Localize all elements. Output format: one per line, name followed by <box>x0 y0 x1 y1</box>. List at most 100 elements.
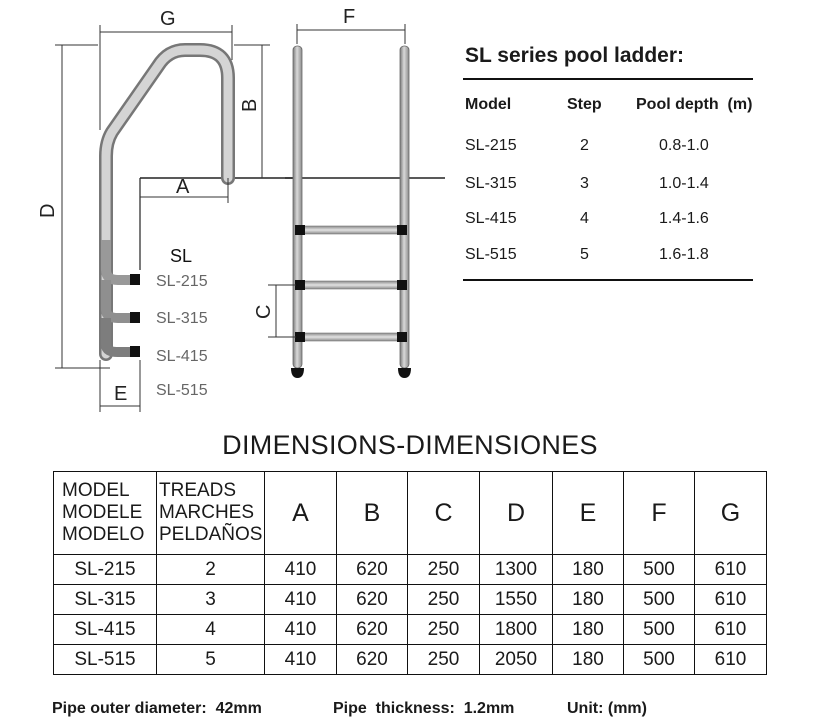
header-treads-fr: MARCHES <box>159 502 255 523</box>
table-row: SL-415 4 410 620 250 1800 180 500 610 <box>53 614 767 645</box>
spec-row-depth: 0.8-1.0 <box>659 137 709 154</box>
series-label: SL <box>170 246 192 266</box>
spec-row-depth: 1.6-1.8 <box>659 246 709 263</box>
cell-treads: 3 <box>156 584 265 615</box>
dim-letter-d: D <box>37 204 59 218</box>
cell-d: 1550 <box>479 584 553 615</box>
handrail-tube <box>101 45 233 359</box>
pipe-thickness-note: Pipe thickness: 1.2mm <box>333 700 515 717</box>
spec-row-model: SL-215 <box>465 137 517 154</box>
table-row: SL-215 2 410 620 250 1300 180 500 610 <box>53 554 767 585</box>
header-treads-es: PELDAÑOS <box>159 524 263 545</box>
dim-letter-c: C <box>253 305 275 319</box>
header-model: MODEL MODELE MODELO <box>53 471 157 555</box>
model-label-sl315: SL-315 <box>156 310 208 327</box>
cell-c: 250 <box>407 584 480 615</box>
header-model-en: MODEL <box>62 480 130 501</box>
cell-model: SL-515 <box>53 644 157 675</box>
header-model-es: MODELO <box>62 524 145 545</box>
header-model-fr: MODELE <box>62 502 143 523</box>
header-e: E <box>552 471 624 555</box>
header-f: F <box>623 471 695 555</box>
model-label-sl515: SL-515 <box>156 382 208 399</box>
cell-g: 610 <box>694 614 767 645</box>
spec-row-step: 3 <box>580 175 589 192</box>
pipe-diameter-note: Pipe outer diameter: 42mm <box>52 700 262 717</box>
cell-a: 410 <box>264 644 337 675</box>
cell-f: 500 <box>623 584 695 615</box>
spec-row-step: 2 <box>580 137 589 154</box>
spec-header-depth: Pool depth (m) <box>636 96 753 113</box>
tread-1 <box>301 225 401 235</box>
cell-b: 620 <box>336 614 408 645</box>
cell-g: 610 <box>694 554 767 585</box>
cell-model: SL-215 <box>53 554 157 585</box>
tread-cap <box>397 332 407 342</box>
cell-g: 610 <box>694 644 767 675</box>
tread-3 <box>301 332 401 342</box>
spec-row-step: 4 <box>580 210 589 227</box>
table-row: SL-515 5 410 620 250 2050 180 500 610 <box>53 644 767 675</box>
dimensions-table: MODEL MODELE MODELO TREADS MARCHES PELDA… <box>53 471 767 675</box>
spec-row-model: SL-415 <box>465 210 517 227</box>
model-label-sl415: SL-415 <box>156 348 208 365</box>
cell-model: SL-315 <box>53 584 157 615</box>
cell-b: 620 <box>336 644 408 675</box>
tread-cap <box>295 332 305 342</box>
cell-f: 500 <box>623 614 695 645</box>
spec-row-depth: 1.4-1.6 <box>659 210 709 227</box>
cell-d: 1300 <box>479 554 553 585</box>
cell-e: 180 <box>552 614 624 645</box>
spec-title: SL series pool ladder: <box>465 44 685 67</box>
model-label-sl215: SL-215 <box>156 273 208 290</box>
step-bend-3 <box>101 318 134 357</box>
dim-letter-e: E <box>114 383 127 405</box>
step-cap-3 <box>130 346 140 357</box>
dimensions-title: DIMENSIONS-DIMENSIONES <box>222 430 598 460</box>
cell-a: 410 <box>264 584 337 615</box>
unit-note: Unit: (mm) <box>567 700 647 717</box>
right-post <box>399 45 410 369</box>
header-b: B <box>336 471 408 555</box>
header-a: A <box>264 471 337 555</box>
front-view: F C <box>253 6 445 378</box>
cell-f: 500 <box>623 554 695 585</box>
spec-row-step: 5 <box>580 246 589 263</box>
tread-cap <box>397 280 407 290</box>
spec-bottom-rule <box>463 279 753 281</box>
step-bend-1 <box>101 240 134 285</box>
cell-a: 410 <box>264 554 337 585</box>
spec-header-model: Model <box>465 96 512 113</box>
cell-g: 610 <box>694 584 767 615</box>
cell-a: 410 <box>264 614 337 645</box>
spec-header-step: Step <box>567 96 602 113</box>
tread-cap <box>295 280 305 290</box>
cell-b: 620 <box>336 554 408 585</box>
spec-row-model: SL-315 <box>465 175 517 192</box>
header-treads: TREADS MARCHES PELDAÑOS <box>156 471 265 555</box>
cell-e: 180 <box>552 584 624 615</box>
cell-e: 180 <box>552 554 624 585</box>
spec-row-model: SL-515 <box>465 246 517 263</box>
header-treads-en: TREADS <box>159 480 237 501</box>
left-post <box>292 45 303 369</box>
spec-top-rule <box>463 78 753 80</box>
cell-d: 1800 <box>479 614 553 645</box>
header-c: C <box>407 471 480 555</box>
cell-model: SL-415 <box>53 614 157 645</box>
tread-2 <box>301 280 401 290</box>
cell-c: 250 <box>407 644 480 675</box>
tread-cap <box>295 225 305 235</box>
cell-d: 2050 <box>479 644 553 675</box>
cell-e: 180 <box>552 644 624 675</box>
dim-letter-f: F <box>343 6 355 28</box>
dim-letter-g: G <box>160 8 176 30</box>
cell-b: 620 <box>336 584 408 615</box>
cell-c: 250 <box>407 554 480 585</box>
step-cap-1 <box>130 274 140 285</box>
dim-letter-a: A <box>176 176 190 198</box>
left-foot-cap <box>291 368 304 378</box>
cell-c: 250 <box>407 614 480 645</box>
spec-row-depth: 1.0-1.4 <box>659 175 709 192</box>
handrail-outline <box>99 43 235 361</box>
